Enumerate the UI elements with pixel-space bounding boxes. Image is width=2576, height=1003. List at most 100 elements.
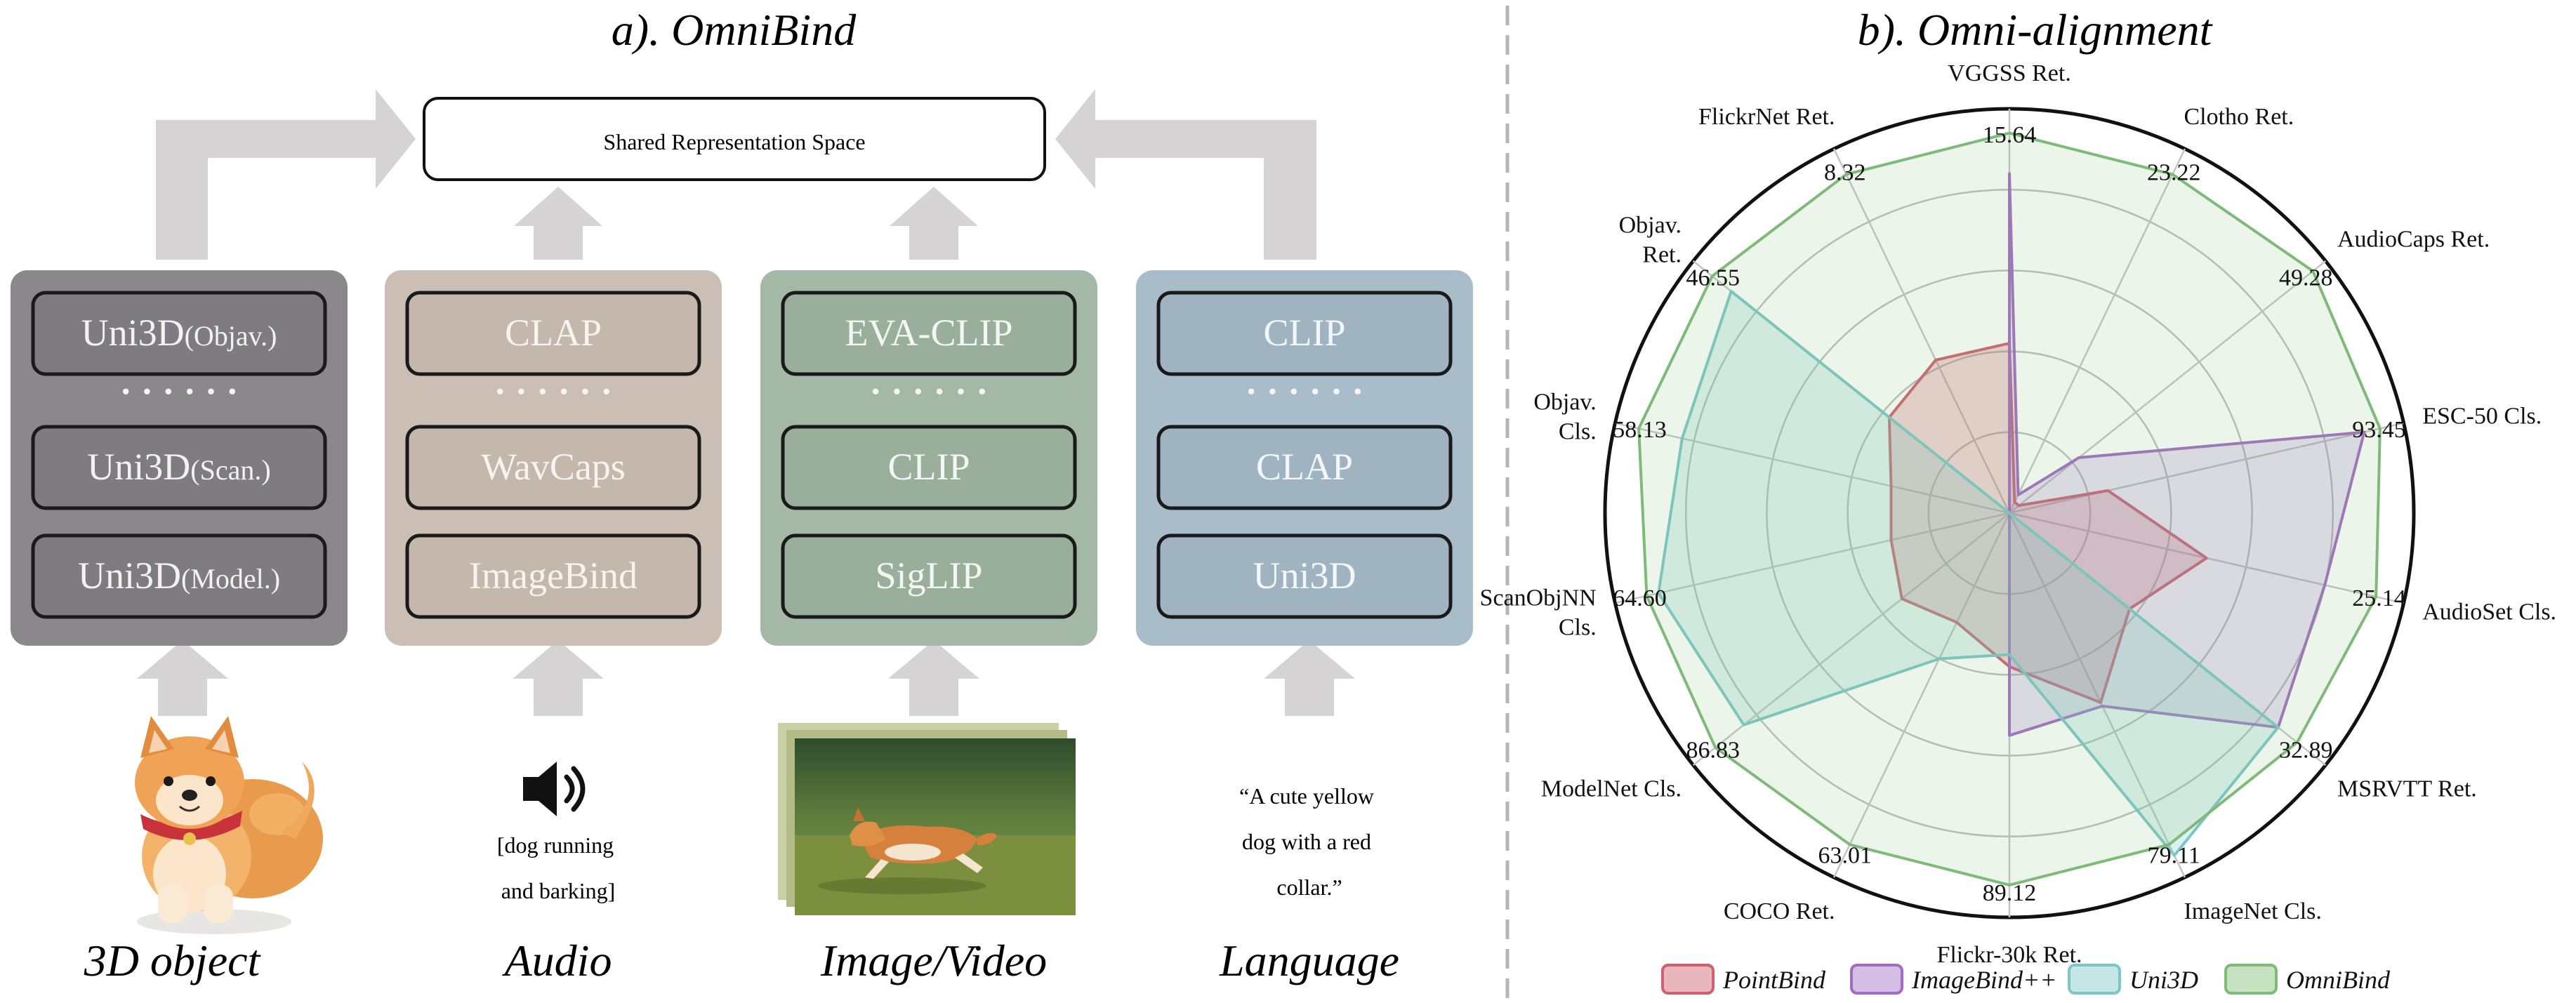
shared-space-box [423,97,1046,181]
model-label-audio-2: WavCaps [481,446,626,488]
axis-label-line: Flickr-30k Ret. [1936,942,2082,968]
language-caption-line-3: collar.” [1276,875,1342,900]
audio-caption-line-2: and barking] [501,878,616,903]
axis-label-line: ScanObjNN [1480,585,1597,611]
legend-label: Uni3D [2129,966,2198,994]
arrow-3d-to-shared [156,89,416,260]
legend-label: ImageBind++ [1911,966,2057,994]
model-box-language-1 [1156,291,1453,376]
axis-label-9: COCO Ret. [1724,898,1835,924]
axis-label-line: Ret. [1642,241,1682,267]
axis-label-line: Objav. [1533,389,1596,415]
audio-caption: [dog running and barking] [497,832,619,903]
arrow-image-to-shared [890,187,978,260]
model-label-language-2: CLAP [1256,446,1353,488]
radar-spoke-9 [1832,512,2011,878]
axis-value-13: 46.55 [1686,265,1741,291]
model-label-audio-1: CLAP [505,312,602,354]
legend-label: PointBind [1722,966,1826,994]
radar-spoke-3 [2009,260,2327,514]
label-image-video: Image/Video [820,936,1047,985]
axis-value-6: 32.89 [2279,738,2333,764]
axis-value-8: 89.12 [1983,880,2037,906]
axis-value-10: 86.83 [1686,738,1741,764]
legend-item-omnibind: OmniBind [2224,964,2391,995]
axis-value-1: 15.64 [1983,122,2037,148]
model-name: Uni3D [87,446,190,488]
audio-caption-line-1: [dog running [497,832,614,858]
axis-label-6: MSRVTT Ret. [2337,776,2477,802]
model-label-audio-3: ImageBind [469,554,638,597]
arrow-input-3d [137,640,228,716]
speaker-icon [523,762,586,816]
legend-label: OmniBind [2286,966,2391,994]
axis-label-1: VGGSS Ret. [1948,60,2071,86]
axis-label-line: MSRVTT Ret. [2337,776,2477,802]
axis-label-7: ImageNet Cls. [2184,898,2321,924]
axis-label-2: Clotho Ret. [2184,104,2294,130]
series-uni3d-polygon [1657,290,2280,857]
omnibind-panel: a). OmniBind Shared Representation Space… [11,5,1473,985]
axis-label-3: AudioCaps Ret. [2337,226,2490,252]
video-frames-image [778,723,1076,915]
axis-label-line: Objav. [1619,212,1682,238]
ellipsis-dots-audio: · · · · · · [494,372,612,412]
model-name: Uni3D [81,312,185,354]
arrow-input-audio [513,640,604,716]
model-label-language-3: Uni3D [1253,554,1356,597]
axis-label-line: AudioCaps Ret. [2337,226,2490,252]
radar-spoke-11 [1615,512,2010,604]
model-box-audio-1 [405,291,701,376]
axis-value-12: 58.13 [1613,417,1667,443]
ellipsis-dots-language: · · · · · · [1245,372,1363,412]
model-box-audio-3 [405,533,701,619]
model-box-audio-2 [405,425,701,510]
axis-value-11: 64.60 [1613,585,1667,611]
axis-label-line: COCO Ret. [1724,898,1835,924]
omni-alignment-title: b). Omni-alignment [1858,5,2214,55]
axis-label-8: Flickr-30k Ret. [1936,942,2082,968]
label-3d-object: 3D object [84,936,262,985]
model-label-3d-1: Uni3D(Objav.) [81,312,277,354]
model-label-3d-2: Uni3D(Scan.) [87,446,270,488]
axis-value-2: 23.22 [2147,159,2201,185]
legend-swatch [1661,964,1715,995]
label-audio: Audio [502,936,612,985]
radar-spoke-7 [2008,512,2186,878]
axis-label-line: AudioSet Cls. [2422,599,2556,625]
radar-spoke-14 [1832,148,2011,514]
axis-label-line: Clotho Ret. [2184,104,2294,130]
model-variant: (Scan.) [190,454,270,486]
ellipsis-dots-3d: · · · · · · [119,372,238,412]
series-imagebind--polygon [2008,172,2366,737]
model-box-image-1 [781,291,1077,376]
model-box-image-2 [781,425,1077,510]
axis-value-14: 8.32 [1824,159,1866,185]
axis-label-line: VGGSS Ret. [1948,60,2071,86]
arrow-language-to-shared [1055,89,1316,260]
axis-label-line: Cls. [1559,615,1597,641]
radar-legend: PointBind ImageBind++ Uni3D OmniBind [1661,964,2391,995]
omni-alignment-panel: b). Omni-alignment 15.6423.2249.2893.452… [1480,5,2556,995]
legend-item-pointbind: PointBind [1661,964,1826,995]
legend-swatch [2068,964,2121,995]
model-label-image-3: SigLIP [875,554,982,597]
shiba-dog-illustration [135,716,323,934]
arrow-audio-to-shared [514,187,602,260]
model-name: Uni3D [78,554,181,597]
model-box-3d-3 [31,533,327,619]
model-box-image-3 [781,533,1077,619]
model-label-image-1: EVA-CLIP [845,312,1012,354]
axis-value-3: 49.28 [2279,265,2333,291]
axis-label-line: ImageNet Cls. [2184,898,2321,924]
axis-value-4: 93.45 [2352,417,2406,443]
legend-swatch [1850,964,1903,995]
axis-label-13: Objav. Ret. [1619,212,1682,267]
radar-spoke-2 [2008,148,2186,514]
legend-item-uni3d: Uni3D [2068,964,2198,995]
flow-arrows [137,89,1355,716]
column-3d: Uni3D(Objav.)Uni3D(Scan.)Uni3D(Model.)· … [11,270,348,646]
